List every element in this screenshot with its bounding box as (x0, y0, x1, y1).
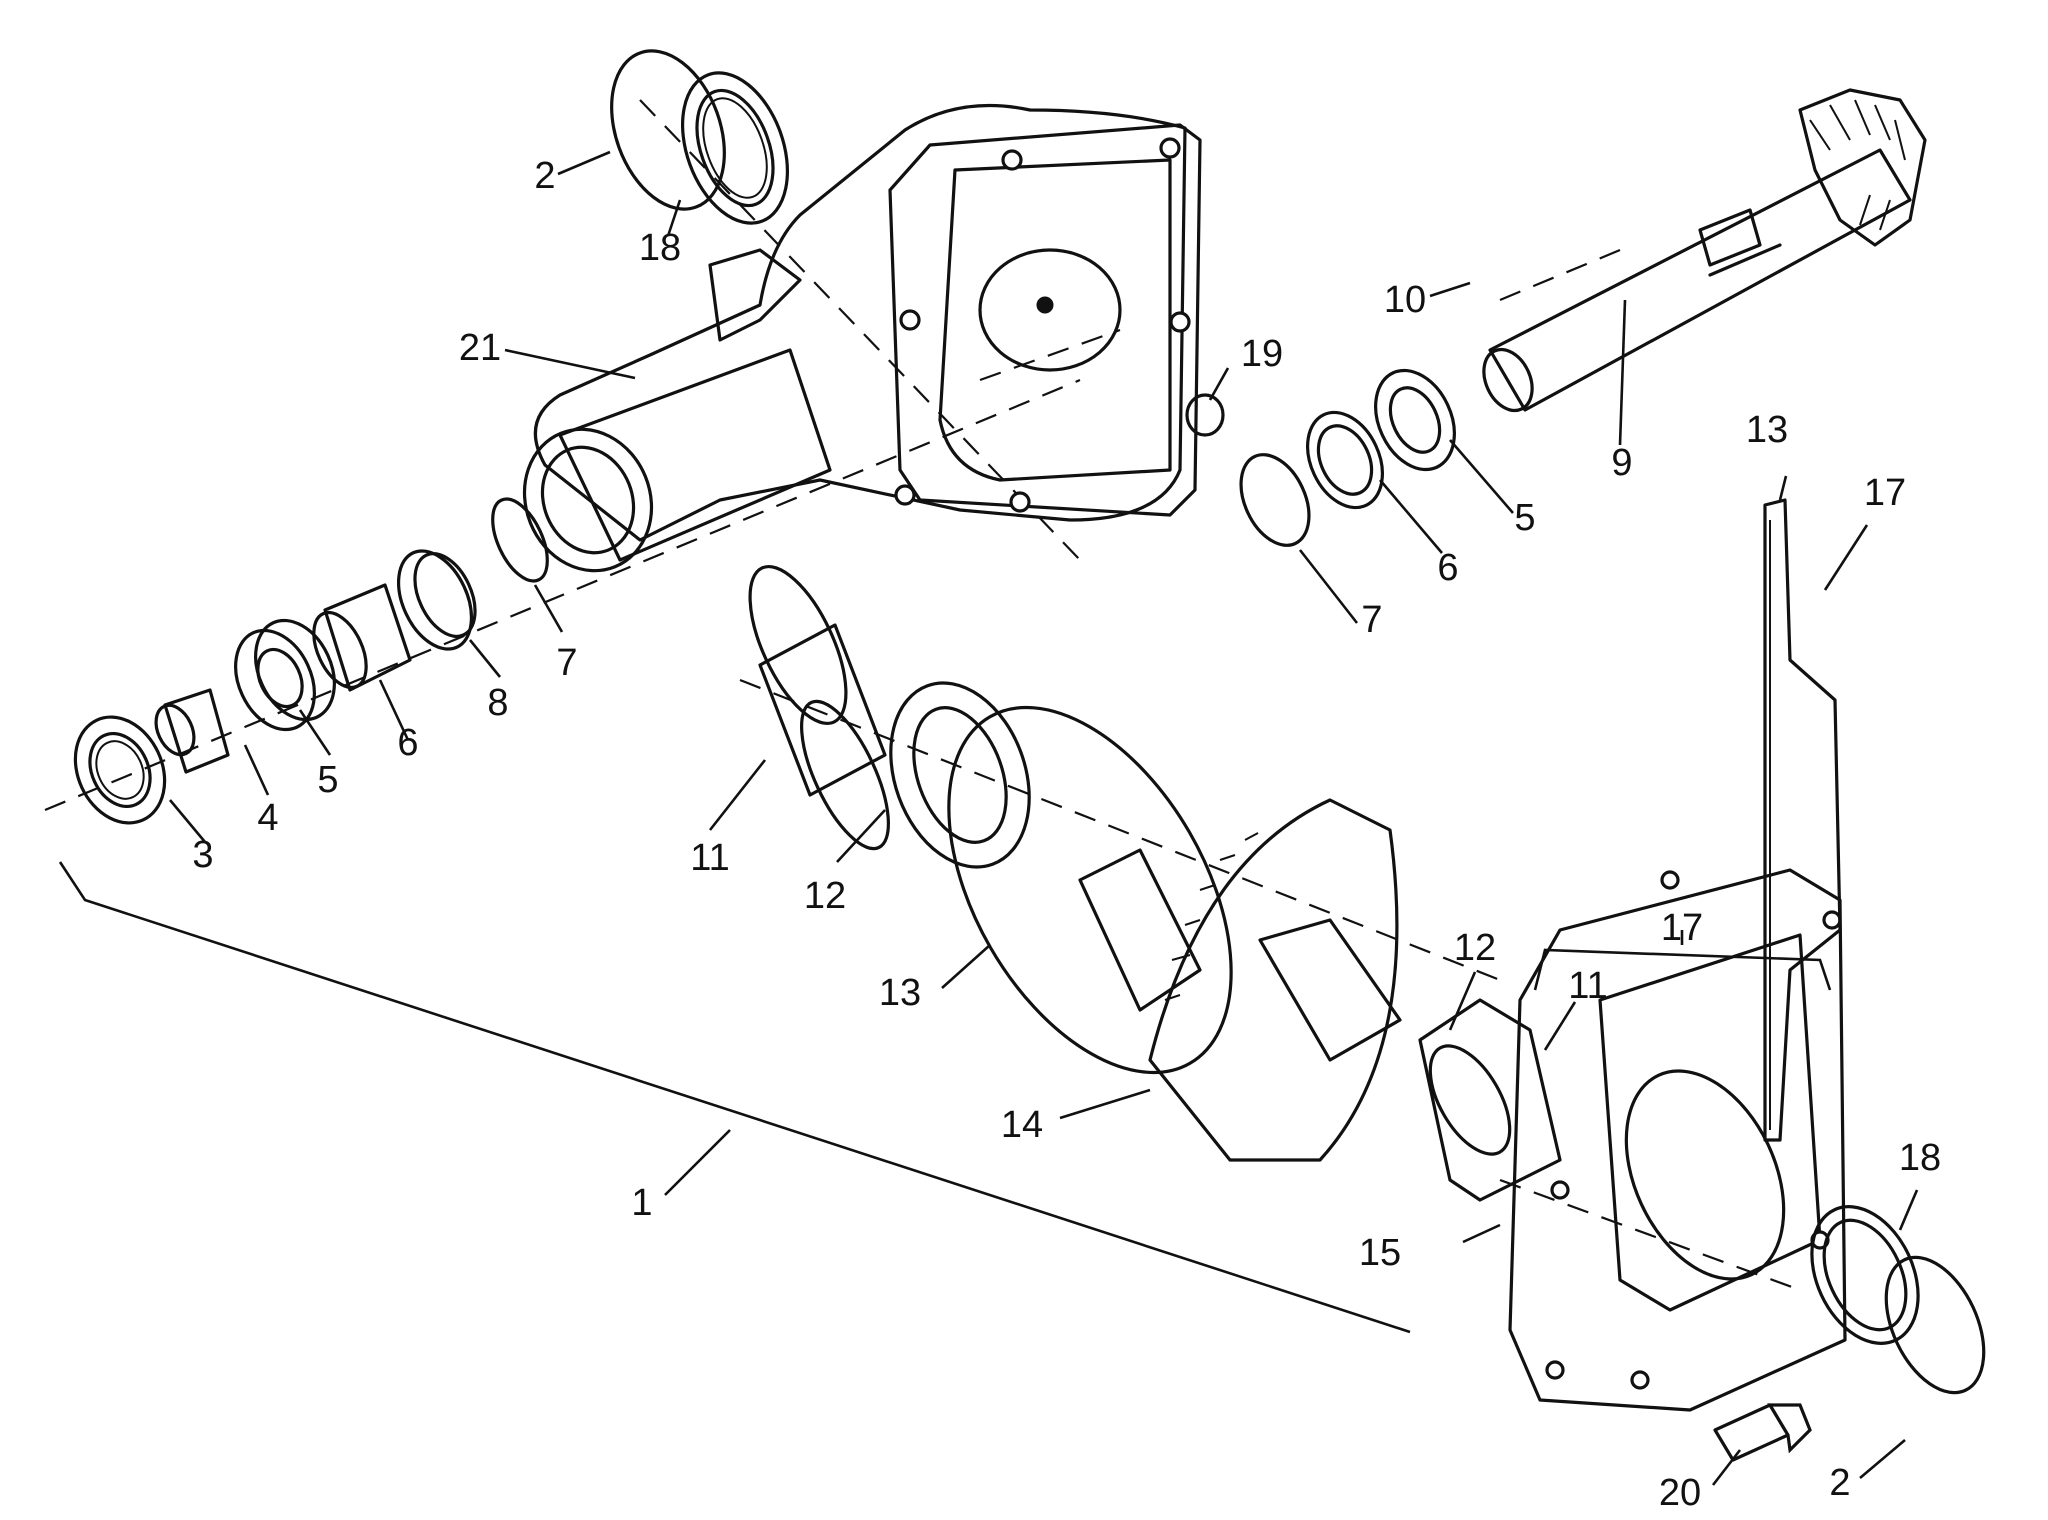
callout-11-right: 11 (1568, 965, 1607, 1007)
callout-13-left: 13 (879, 972, 921, 1014)
callout-18-top: 18 (639, 227, 681, 269)
pinion-shaft (1482, 88, 1927, 413)
callout-labels: 1 2 3 4 5 6 7 8 9 10 11 12 13 14 15 17 1… (192, 155, 1941, 1514)
callout-10: 10 (1384, 279, 1426, 321)
callout-20: 20 (1659, 1472, 1701, 1514)
callout-6-left: 6 (397, 722, 418, 764)
callout-12-left: 12 (804, 875, 846, 917)
callout-5-left: 5 (317, 759, 338, 801)
assembly-brackets (58, 861, 1832, 1334)
callout-2-top: 2 (534, 155, 555, 197)
callout-7-right: 7 (1361, 599, 1382, 641)
callout-3: 3 (192, 834, 213, 876)
cover-side-view (1763, 498, 1842, 1142)
callout-leaders (169, 150, 1919, 1486)
callout-7-left: 7 (556, 642, 577, 684)
callout-4: 4 (257, 797, 278, 839)
callout-11-left: 11 (690, 837, 729, 879)
callout-17-bottom: 17 (1661, 907, 1703, 949)
callout-17-right: 17 (1864, 472, 1906, 514)
callout-13-right: 13 (1746, 409, 1788, 451)
carrier-bearing-and-gear (748, 564, 1402, 1162)
callout-5-right: 5 (1514, 497, 1535, 539)
callout-21: 21 (459, 327, 501, 369)
callout-2-bottom: 2 (1829, 1462, 1850, 1504)
callout-8: 8 (487, 682, 508, 724)
right-bearing-stack (1185, 368, 1456, 547)
callout-12-right: 12 (1454, 927, 1496, 969)
callout-6-right: 6 (1437, 547, 1458, 589)
callout-1: 1 (631, 1182, 652, 1224)
cover-assembly (1418, 868, 1986, 1462)
callout-15: 15 (1359, 1232, 1401, 1274)
callout-18-bottom: 18 (1899, 1137, 1941, 1179)
callout-9: 9 (1611, 442, 1632, 484)
callout-19: 19 (1241, 333, 1283, 375)
upper-seal-and-cap (610, 49, 790, 225)
center-axis-lines (44, 99, 1801, 1292)
differential-housing (522, 103, 1202, 573)
callout-14: 14 (1001, 1104, 1043, 1146)
left-bearing-stack (73, 497, 549, 825)
